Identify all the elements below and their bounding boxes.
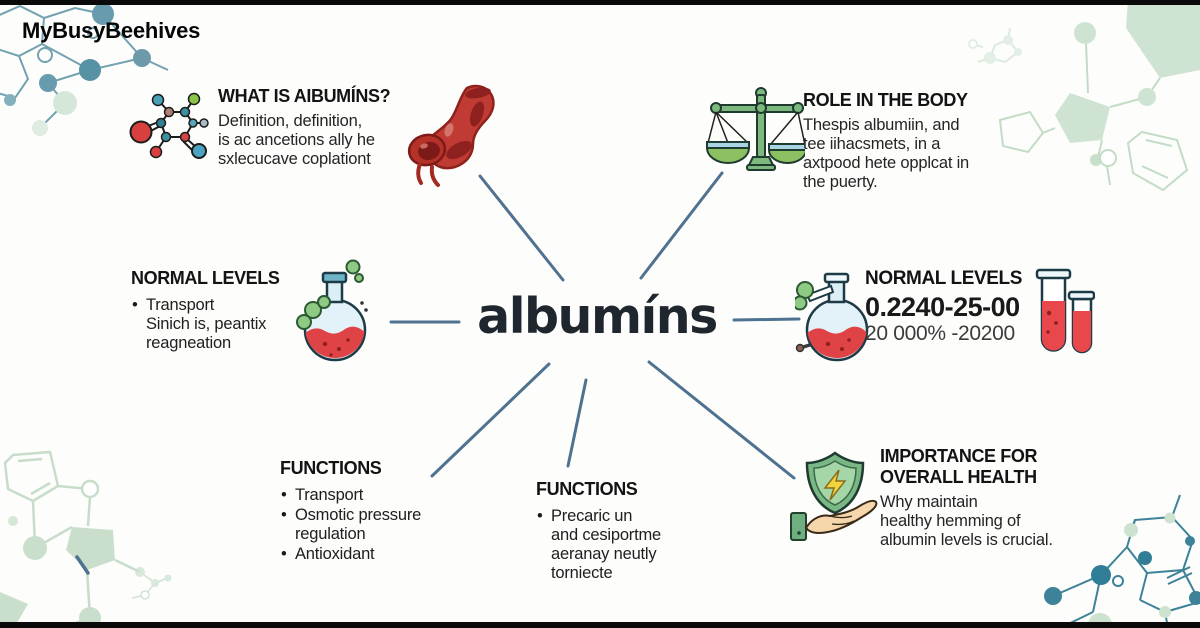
node-what-is: WHAT IS AIBUMÍNS? Definition, definition… [218, 86, 414, 169]
functions-left-list: Transport Osmotic pressure regulation An… [280, 486, 458, 564]
node-normal-levels-right: NORMAL LEVELS 0.2240-25-00 20 000% -2020… [865, 268, 1050, 345]
center-title: albumíns [477, 288, 718, 345]
brand-logo: MyBusyBeehives [22, 18, 201, 43]
top-black-bar [0, 0, 1200, 5]
node-functions-center: FUNCTIONS Precaric un and cesiportme aer… [536, 479, 688, 584]
list-item: Antioxidant [280, 545, 458, 564]
node-normal-levels-left: NORMAL LEVELS Transport Sinich is, peant… [131, 268, 311, 354]
round-flask-icon [296, 259, 368, 362]
functions-center-title: FUNCTIONS [536, 479, 638, 499]
connector-top-right [639, 171, 724, 280]
molecule-icon [129, 92, 209, 159]
list-item: Transport Sinich is, peantix reagneation [131, 296, 311, 353]
normal-levels-left-list: Transport Sinich is, peantix reagneation [131, 296, 311, 353]
normal-levels-left-title: NORMAL LEVELS [131, 268, 280, 288]
balance-scale-icon [705, 87, 805, 171]
connector-top-left [478, 174, 565, 282]
list-item: Transport [280, 486, 458, 505]
round-flask-icon [795, 272, 869, 362]
bottom-black-bar [0, 622, 1200, 628]
importance-title: IMPORTANCE FOR OVERALL HEALTH [880, 446, 1038, 487]
connector-bottom-right [647, 360, 796, 480]
organ-vessel-icon [407, 84, 495, 187]
list-item: Osmotic pressure regulation [280, 506, 458, 544]
connector-bottom-center [566, 378, 588, 468]
levels-value: 0.2240-25-00 [865, 292, 1020, 322]
importance-body: Why maintain healthy hemming of albumin … [880, 493, 1053, 549]
test-tubes-icon [1035, 268, 1095, 354]
what-is-body: Definition, definition, is ac ancetions … [218, 112, 375, 168]
what-is-title: WHAT IS AIBUMÍNS? [218, 86, 391, 106]
list-item: Precaric un and cesiportme aeranay neutl… [536, 507, 688, 583]
molecule-decoration-bottom-left [0, 450, 172, 628]
normal-levels-right-title: NORMAL LEVELS [865, 268, 1023, 289]
functions-left-title: FUNCTIONS [280, 458, 382, 478]
levels-range: 20 000% -20200 [865, 322, 1015, 345]
node-importance: IMPORTANCE FOR OVERALL HEALTH Why mainta… [880, 446, 1080, 550]
functions-center-list: Precaric un and cesiportme aeranay neutl… [536, 507, 688, 583]
node-functions-left: FUNCTIONS Transport Osmotic pressure reg… [280, 458, 458, 565]
shield-hand-icon [790, 451, 878, 541]
connector-right [732, 317, 801, 322]
node-role-in-body: ROLE IN THE BODY Thespis albumiin, and t… [803, 90, 1013, 192]
role-body: Thespis albumiin, and tee iihacsmets, in… [803, 116, 970, 191]
role-title: ROLE IN THE BODY [803, 90, 968, 110]
